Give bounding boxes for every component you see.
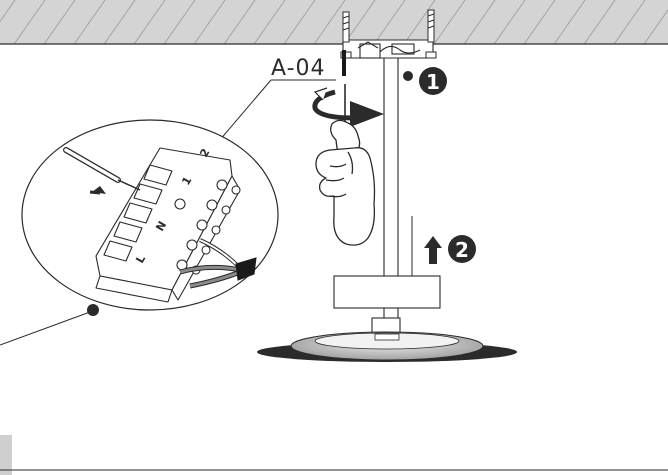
step-1-badge <box>419 67 447 95</box>
input-wire <box>63 147 141 191</box>
step-2-badge <box>448 235 476 263</box>
light-base-plate <box>257 331 517 362</box>
zoom-pointer-dot <box>87 304 99 316</box>
part-label: A-04 <box>271 56 326 81</box>
insert-arrow-icon <box>89 186 106 195</box>
leader-line-zoom <box>0 311 91 346</box>
step-1-pointer-dot <box>403 71 413 81</box>
up-arrow-icon <box>424 236 442 264</box>
step-2-number: 2 <box>455 238 469 262</box>
output-cable <box>179 238 257 289</box>
mounting-screw-right <box>425 9 437 59</box>
lower-rods <box>383 308 399 318</box>
support-rods <box>383 58 399 276</box>
part-marker-bar <box>342 50 346 76</box>
ceiling-mount-bracket <box>342 39 434 59</box>
hand-icon <box>315 119 376 246</box>
light-canopy <box>333 275 441 309</box>
ceiling <box>0 0 668 45</box>
footer-tab <box>0 435 12 475</box>
rotation-arrow-icon <box>312 87 384 127</box>
step-1-number: 1 <box>426 70 440 94</box>
